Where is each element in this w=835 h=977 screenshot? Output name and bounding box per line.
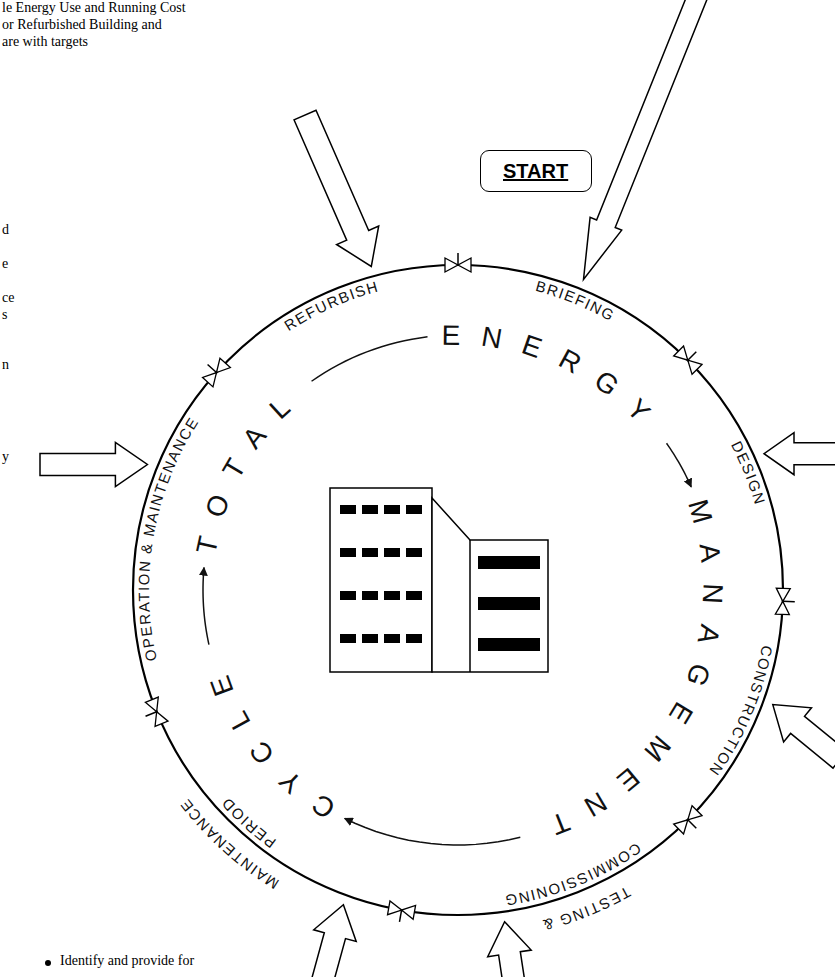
note-text: y <box>2 449 9 466</box>
building-edge <box>469 540 471 672</box>
note-text: or Refurbished Building and <box>2 17 162 34</box>
valve-stem <box>457 253 459 265</box>
arc-text-path: CYCLE <box>197 653 340 825</box>
building-windows <box>340 505 540 651</box>
note-text: are with targets <box>2 34 88 51</box>
valve-symbol <box>775 588 795 615</box>
note-text: n <box>2 357 9 374</box>
valve-wing <box>145 697 163 714</box>
note-text: d <box>2 222 9 239</box>
valve-stem <box>688 820 696 828</box>
valve-stem <box>783 601 795 603</box>
valve-wing <box>400 903 415 919</box>
valve-stem <box>399 910 401 922</box>
arc-text-path: BRIEFING <box>534 277 618 324</box>
valve-wing <box>776 588 790 601</box>
cycle-title-word: CYCLE <box>197 653 340 825</box>
arc-text-path: OPERATION & MAINTENANCE <box>135 413 202 662</box>
building-tower <box>330 488 432 672</box>
box-title: START <box>503 159 569 183</box>
ring-labels: REFURBISHBRIEFINGDESIGNCONSTRUCTIONTESTI… <box>135 277 776 934</box>
note-text: s <box>2 307 7 324</box>
stage-label: BRIEFING <box>534 277 618 324</box>
arc-text-path: PERIOD <box>217 794 278 852</box>
ring-arrows <box>203 337 691 845</box>
note-text: le Energy Use and Running Cost <box>2 0 186 17</box>
stage-label: DESIGN <box>728 438 769 507</box>
block-arrow <box>309 905 356 977</box>
cycle-title-word: MANAGEMENT <box>528 496 729 848</box>
stage-label: COMMISSIONING <box>503 840 644 910</box>
valve-wing <box>150 709 168 726</box>
valve-wing <box>775 601 789 614</box>
valve-symbol <box>141 697 168 728</box>
ring-arrow <box>312 337 428 381</box>
cycle-title-word: ENERGY <box>441 320 669 443</box>
valve-symbol <box>387 901 416 924</box>
valve-symbol <box>674 343 706 375</box>
arc-text-path: REFURBISH <box>281 277 381 334</box>
stage-label: OPERATION & MAINTENANCE <box>135 413 202 662</box>
ring-arrow <box>345 818 521 845</box>
building-wing <box>432 498 548 672</box>
valve-stem <box>208 365 217 373</box>
valve-stem <box>146 712 157 716</box>
block-arrow <box>773 705 835 769</box>
valve-symbol <box>445 253 471 272</box>
block-arrow <box>488 922 532 977</box>
stage-label: REFURBISH <box>281 277 381 334</box>
valve-symbol <box>199 355 231 387</box>
arc-text-path: COMMISSIONING <box>503 840 644 910</box>
ring-arrow <box>667 443 692 487</box>
arc-text-path: ENERGY <box>441 320 669 443</box>
valve-wing <box>674 815 693 834</box>
note-text: Identify and provide for <box>60 953 194 970</box>
block-arrow <box>584 0 710 279</box>
valve-symbols <box>141 253 796 924</box>
valve-wing <box>445 258 458 272</box>
block-arrow <box>40 443 147 487</box>
start-box: START <box>480 150 592 192</box>
note-text: ce <box>2 290 14 307</box>
valve-wing <box>458 258 471 272</box>
stage-label: PERIOD <box>217 794 278 852</box>
valve-symbol <box>674 806 706 838</box>
bullet-dot <box>45 960 51 966</box>
valve-wing <box>683 355 702 374</box>
pointer-arrows <box>40 0 835 977</box>
valve-wing <box>211 358 230 377</box>
valve-wing <box>388 901 403 917</box>
arc-text-path: TOTAL <box>190 378 310 557</box>
cycle-title-word: TOTAL <box>190 378 310 557</box>
note-text: e <box>2 256 8 273</box>
block-arrow <box>764 433 835 475</box>
building-icon <box>330 488 548 672</box>
block-arrow <box>294 110 379 266</box>
valve-stem <box>688 352 696 360</box>
arc-text-path: MANAGEMENT <box>528 496 729 848</box>
arc-text-path: DESIGN <box>728 438 769 507</box>
cycle-ring <box>133 265 783 915</box>
ring-arrow <box>203 568 209 645</box>
